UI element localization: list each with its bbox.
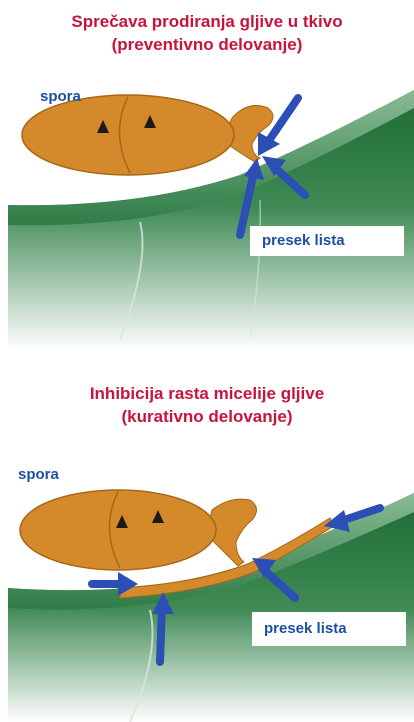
panel-2-section-label: presek lista	[252, 612, 406, 646]
panel-1-section-label: presek lista	[250, 226, 404, 256]
spore	[20, 490, 257, 570]
spore	[22, 95, 273, 175]
panel-1-title-line-2: (preventivno delovanje)	[0, 33, 414, 56]
panel-2-title-line-2: (kurativno delovanje)	[0, 405, 414, 428]
panel-2-title: Inhibicija rasta micelije gljive (kurati…	[0, 382, 414, 428]
panel-2-illustration	[0, 438, 414, 722]
panel-1-spore-label: spora	[40, 88, 81, 105]
panel-1-title-line-1: Sprečava prodiranja gljive u tkivo	[0, 10, 414, 33]
panel-2-spore-label: spora	[18, 466, 59, 483]
panel-2-title-line-1: Inhibicija rasta micelije gljive	[0, 382, 414, 405]
panel-1-title: Sprečava prodiranja gljive u tkivo (prev…	[0, 10, 414, 56]
